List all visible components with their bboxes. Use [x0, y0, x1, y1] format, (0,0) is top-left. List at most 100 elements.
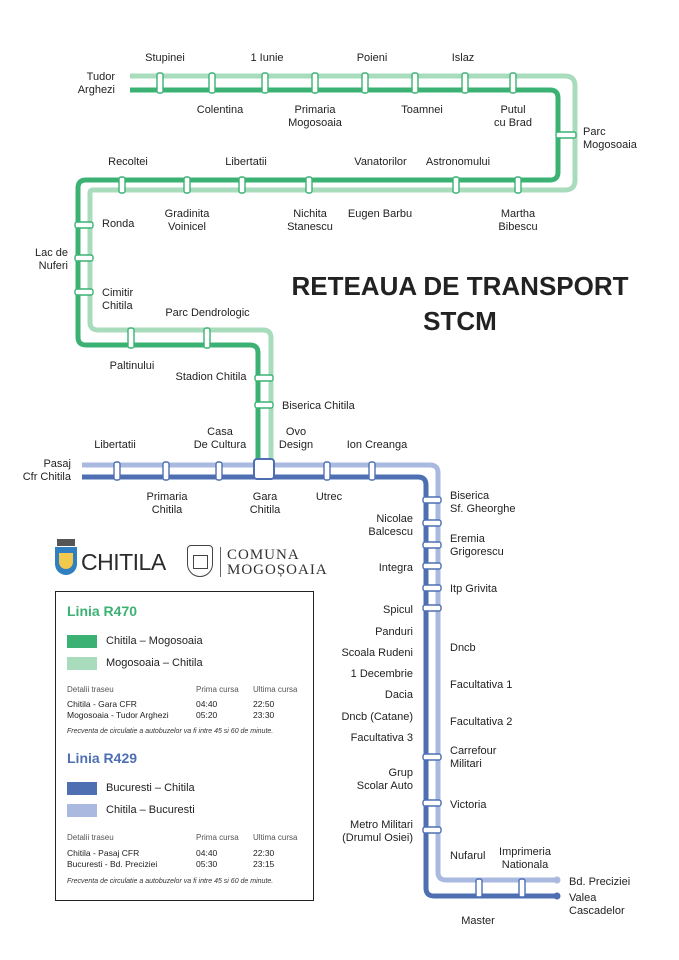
station-tudor-arghezi: Tudor Arghezi: [77, 71, 115, 96]
station-vanatorilor: Vanatorilor: [354, 156, 407, 168]
stop-marker-r429-dark-dot-5: [423, 735, 429, 741]
stop-marker-r470-top-6: [461, 72, 469, 94]
stop-marker-r429-h-2: [215, 461, 223, 481]
station-1-decembrie: 1 Decembrie: [350, 668, 413, 680]
legend-r429-title: Linia R429: [67, 750, 138, 766]
station-spicul: Spicul: [383, 604, 413, 616]
station-eremia-grigorescu: Eremia Grigorescu: [450, 533, 504, 558]
station-dncb: Dncb: [450, 642, 476, 654]
stop-marker-r429-v-3: [422, 562, 442, 570]
station-recoltei: Recoltei: [108, 156, 148, 168]
stop-marker-r470-top-4: [361, 72, 369, 94]
station-facultativa-1: Facultativa 1: [450, 679, 513, 691]
stop-marker-r470-low-0: [127, 327, 135, 349]
station-ronda: Ronda: [102, 218, 135, 230]
stop-marker-r429-dark-dot-2: [423, 673, 429, 679]
stop-markers: [74, 72, 577, 898]
stop-marker-r470-top-2: [261, 72, 269, 94]
legend-r470-row2-route: Mogosoaia - Tudor Arghezi: [67, 710, 169, 720]
station-stadion-chitila: Stadion Chitila: [175, 371, 247, 383]
legend-r470-header-route: Detalii traseu: [67, 685, 114, 694]
station-metro-militari: Metro Militari (Drumul Osiei): [342, 819, 413, 844]
stop-marker-r470-left-0: [74, 221, 94, 229]
logo-divider: [220, 547, 221, 577]
station-astronomului: Astronomului: [425, 156, 491, 168]
station-carrefour-militari: Carrefour Militari: [450, 745, 497, 770]
station-integra: Integra: [378, 562, 413, 574]
stop-marker-r429-v-7: [422, 799, 442, 807]
stop-marker-r429-h-0: [113, 461, 121, 481]
r470-dark-line: [75, 87, 561, 468]
station-martha-bibescu: Martha Bibescu: [498, 208, 538, 233]
stop-marker-r429-bottom-1: [518, 878, 526, 898]
map-title: RETEAUA DE TRANSPORT STCM: [290, 271, 630, 337]
station-victoria: Victoria: [450, 799, 487, 811]
chitila-logo: CHITILA: [55, 539, 166, 581]
station-putul-cu-brad: Putul cu Brad: [494, 104, 532, 129]
legend-r470-row1-route: Chitila - Gara CFR: [67, 699, 137, 709]
stop-marker-r429-light-dot-0: [435, 644, 441, 650]
legend-r470-row2-first: 05:20: [196, 710, 218, 720]
legend-r429-row1-route: Chitila - Pasaj CFR: [67, 848, 140, 858]
map-title-line2: STCM: [423, 306, 497, 336]
legend-r429-header-last: Ultima cursa: [253, 833, 298, 842]
mogosoaia-logo: COMUNA MOGOȘOAIA: [187, 545, 327, 581]
stop-marker-vanatorilor: [376, 177, 382, 183]
station-grup-scolar-auto: Grup Scolar Auto: [356, 767, 413, 792]
station-master: Master: [461, 915, 495, 927]
station-ovo-design: Ovo Design: [278, 426, 314, 451]
stop-marker-r470-left-2: [74, 288, 94, 296]
legend-r470-dir1: Chitila – Mogosoaia: [106, 635, 203, 647]
station-stupinei: Stupinei: [145, 52, 185, 64]
station-poieni: Poieni: [356, 52, 388, 64]
station-utrec: Utrec: [315, 491, 343, 503]
stop-marker-r429-v-0: [422, 496, 442, 504]
stop-marker-r470-mid-0: [118, 176, 126, 194]
station-1-iunie: 1 Iunie: [250, 52, 284, 64]
station-pasaj-cfr-chitila: Pasaj Cfr Chitila: [22, 458, 71, 483]
station-nicolae-balcescu: Nicolae Balcescu: [368, 513, 413, 538]
legend-r429-row2-last: 23:15: [253, 859, 275, 869]
station-parc-mogosoaia: Parc Mogosoaia: [583, 126, 637, 151]
r429-light-line: [82, 462, 557, 883]
station-parc-dendrologic: Parc Dendrologic: [165, 307, 250, 319]
mogosoaia-logo-line2: MOGOȘOAIA: [227, 562, 328, 578]
station-gara-chitila: Gara Chitila: [249, 491, 281, 516]
stop-marker-r429-v-2: [422, 541, 442, 549]
stop-marker-r429-dark-dot-0: [423, 629, 429, 635]
stop-marker-r429-h-3: [323, 461, 331, 481]
swatch-r429-dark: [67, 782, 97, 795]
terminal-dot-bd-preciziei: [553, 876, 561, 884]
stop-marker-r429-light-dot-1: [435, 682, 441, 688]
stop-marker-ovo-design: [293, 462, 299, 468]
terminal-dot-valea-cascadelor: [553, 892, 561, 900]
legend-r470-title: Linia R470: [67, 603, 138, 619]
station-nichita-stanescu: Nichita Stanescu: [287, 208, 333, 233]
swatch-r470-light: [67, 657, 97, 670]
stop-marker-r429-v-4: [422, 584, 442, 592]
station-facultativa-3: Facultativa 3: [350, 732, 413, 744]
station-panduri: Panduri: [375, 626, 413, 638]
swatch-r429-light: [67, 804, 97, 817]
legend-r429-row1-first: 04:40: [196, 848, 218, 858]
stop-marker-r429-dark-dot-1: [423, 652, 429, 658]
swatch-r470-dark: [67, 635, 97, 648]
legend-r470-row1-first: 04:40: [196, 699, 218, 709]
stop-marker-parc-mogosoaia: [555, 131, 577, 139]
station-biserica-sf-gheorghe: Biserica Sf. Gheorghe: [450, 490, 516, 515]
legend-r429-dir1: Bucuresti – Chitila: [106, 782, 195, 794]
stop-marker-r470-top-7: [509, 72, 517, 94]
station-imprimeria-nationala: Imprimeria Nationala: [499, 846, 551, 871]
station-nufarul: Nufarul: [450, 850, 486, 862]
station-valea-cascadelor: Valea Cascadelor: [569, 892, 625, 917]
legend-r470-header-first: Prima cursa: [196, 685, 239, 694]
station-cimitir-chitila: Cimitir Chitila: [102, 287, 134, 312]
mogosoaia-seal-icon: [187, 545, 213, 577]
gara-chitila-hub: [253, 458, 275, 480]
station-gradinita-voinicel: Gradinita Voinicel: [164, 208, 210, 233]
coat-of-arms-icon: [55, 547, 77, 575]
legend-box: Linia R470 Chitila – Mogosoaia Mogosoaia…: [55, 591, 314, 901]
stop-marker-r429-bottom-0: [475, 878, 483, 898]
station-dncb-catane: Dncb (Catane): [341, 711, 413, 723]
legend-r470-header-last: Ultima cursa: [253, 685, 298, 694]
